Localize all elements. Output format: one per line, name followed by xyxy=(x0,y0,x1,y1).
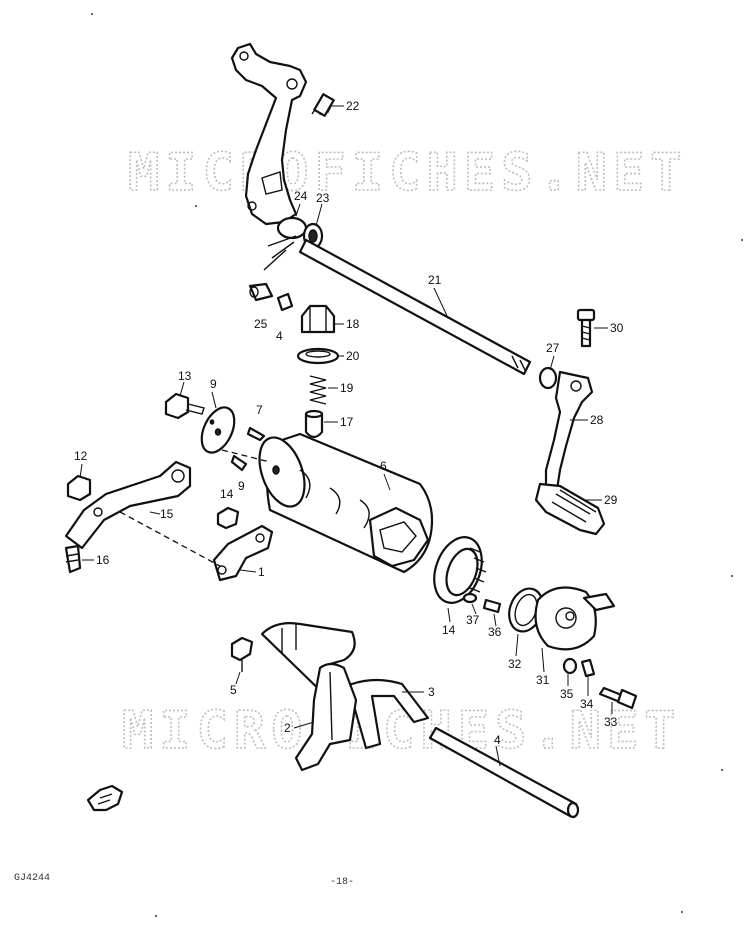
washer-27 xyxy=(538,366,558,390)
callout-labels: 22 24 23 21 25 4 18 20 19 17 30 27 28 29… xyxy=(74,99,624,747)
footer-page: -18- xyxy=(330,877,354,888)
callout-23: 23 xyxy=(316,191,330,205)
callout-31: 31 xyxy=(536,673,550,687)
bolt-12 xyxy=(66,474,92,502)
callout-32: 32 xyxy=(508,657,522,671)
callout-20: 20 xyxy=(346,349,360,363)
callout-9-lower: 9 xyxy=(238,479,245,493)
callout-6: 6 xyxy=(380,459,387,473)
shift-arm-28 xyxy=(544,370,594,502)
bolt-14 xyxy=(216,506,240,530)
shift-fork-2 xyxy=(294,662,358,772)
callout-18: 18 xyxy=(346,317,360,331)
callout-12: 12 xyxy=(74,449,88,463)
pin-37 xyxy=(462,592,478,604)
bolt-30 xyxy=(576,308,596,348)
watermark-bottom: MICROFICHES.NET xyxy=(122,701,682,761)
leader-lines xyxy=(79,105,613,767)
callout-19: 19 xyxy=(340,381,354,395)
callout-24: 24 xyxy=(294,189,308,203)
pin-36 xyxy=(482,598,502,614)
guide-dash-2 xyxy=(221,449,271,463)
callout-15: 15 xyxy=(160,507,174,521)
callout-17: 17 xyxy=(340,415,354,429)
shaft-seal-24 xyxy=(263,216,308,271)
callout-21: 21 xyxy=(428,273,442,287)
pedal-rubber-29 xyxy=(534,482,606,536)
callout-2: 2 xyxy=(284,721,291,735)
pin-25 xyxy=(248,282,274,302)
lever-spring-22 xyxy=(311,93,335,117)
gasket-20 xyxy=(296,347,340,365)
pin-9 xyxy=(230,454,248,472)
bolt-5 xyxy=(230,636,254,672)
callout-4-upper: 4 xyxy=(276,329,283,343)
callout-1: 1 xyxy=(258,565,265,579)
callout-36: 36 xyxy=(488,625,502,639)
gearshift-cam-6 xyxy=(258,432,434,574)
shift-drum-gear-14 xyxy=(433,536,487,604)
callout-16: 16 xyxy=(96,553,110,567)
cam-stopper-15 xyxy=(64,460,192,550)
callout-33: 33 xyxy=(604,715,618,729)
footer-code: GJ4244 xyxy=(14,873,50,884)
gearshift-lever xyxy=(230,42,308,226)
callout-22: 22 xyxy=(346,99,360,113)
callout-4-lower: 4 xyxy=(494,733,501,747)
bolt-13 xyxy=(164,392,205,420)
clamp-34 xyxy=(580,658,596,678)
pin-7 xyxy=(246,426,266,442)
washer-35 xyxy=(562,657,578,675)
guide-dash-1 xyxy=(119,511,221,567)
clip-4 xyxy=(276,292,294,312)
callout-35: 35 xyxy=(560,687,574,701)
gearshift-shaft xyxy=(298,238,532,376)
fork-shaft-4 xyxy=(428,726,580,819)
cam-guide-1 xyxy=(212,524,274,582)
cap-bolt-18 xyxy=(300,304,336,334)
stopper-plate-9 xyxy=(200,406,236,454)
callout-30: 30 xyxy=(610,321,624,335)
callout-37: 37 xyxy=(466,613,480,627)
callout-28: 28 xyxy=(590,413,604,427)
callout-27: 27 xyxy=(546,341,560,355)
callout-34: 34 xyxy=(580,697,594,711)
screw-33 xyxy=(598,686,638,710)
spring-19 xyxy=(309,375,327,405)
callout-25: 25 xyxy=(254,317,268,331)
callout-5: 5 xyxy=(230,683,237,697)
plunger-17 xyxy=(304,409,324,439)
callout-29: 29 xyxy=(604,493,618,507)
callout-14-left: 14 xyxy=(220,487,234,501)
spring-16 xyxy=(64,544,82,574)
callout-9-upper: 9 xyxy=(210,377,217,391)
callout-7: 7 xyxy=(256,403,263,417)
gear-position-switch-31 xyxy=(534,586,616,651)
callout-13: 13 xyxy=(178,369,192,383)
callout-14-ring: 14 xyxy=(442,623,456,637)
front-arrow-icon xyxy=(86,784,124,812)
print-specks xyxy=(91,13,743,917)
watermark-top: MICROFICHES.NET xyxy=(128,143,688,203)
callout-3: 3 xyxy=(428,685,435,699)
